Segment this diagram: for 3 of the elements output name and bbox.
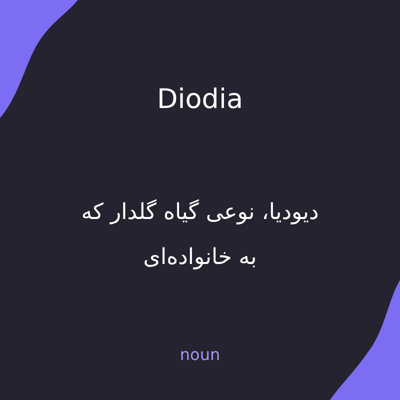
definition-text: دیودیا، نوعی گیاه گلدار که به خانواده‌ای: [80, 198, 320, 272]
word-title: Diodia: [156, 84, 244, 115]
part-of-speech: noun: [178, 345, 222, 364]
